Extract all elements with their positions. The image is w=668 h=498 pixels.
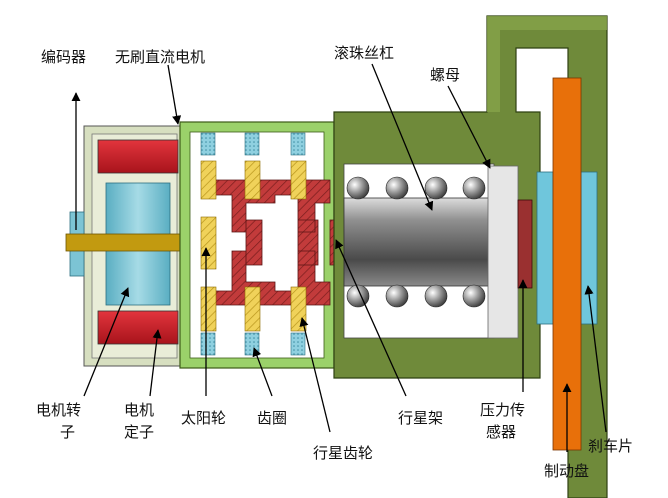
arrow-ring-gear xyxy=(252,347,273,397)
label-ring-gear: 齿圈 xyxy=(257,409,287,427)
planet-gear xyxy=(200,286,217,332)
arrow-planet-carrier xyxy=(335,239,407,397)
pressure-sensor xyxy=(517,199,533,289)
label-brake-disc: 制动盘 xyxy=(544,462,589,480)
label-ball-screw: 滚珠丝杠 xyxy=(334,44,394,62)
label-stator-line1: 电机 xyxy=(124,401,154,419)
brake-pad-right xyxy=(580,171,598,325)
planet-carrier xyxy=(213,179,353,306)
ball xyxy=(424,284,448,308)
caliper-housing-highlight xyxy=(487,16,607,112)
arrow-motor xyxy=(167,64,182,125)
brake-pad-left xyxy=(536,171,554,325)
label-nut: 螺母 xyxy=(430,66,460,84)
label-rotor-line1: 电机转 xyxy=(36,401,81,419)
label-brake-pad: 刹车片 xyxy=(588,437,633,455)
ball xyxy=(424,176,448,200)
arrow-nut xyxy=(447,85,491,169)
sun-gear xyxy=(200,216,217,270)
planet-gear xyxy=(244,160,261,200)
planet-gear xyxy=(244,286,261,332)
planet-gear xyxy=(290,160,307,200)
arrow-stator xyxy=(149,329,162,397)
bearing-block xyxy=(200,132,216,156)
label-sun-gear: 太阳轮 xyxy=(181,409,226,427)
label-bldc-motor: 无刷直流电机 xyxy=(115,48,205,66)
bldc-motor xyxy=(69,125,185,367)
label-pressure-sensor-line2: 感器 xyxy=(486,423,516,441)
arrow-ball-screw xyxy=(371,63,434,211)
leader-arrows xyxy=(71,63,607,452)
screw-shaft xyxy=(343,197,493,287)
ball xyxy=(462,284,486,308)
label-encoder: 编码器 xyxy=(41,48,86,66)
arrow-planet-gear xyxy=(299,317,331,433)
label-stator-line2: 定子 xyxy=(124,423,154,441)
stator-bottom xyxy=(97,310,179,345)
label-pressure-sensor-line1: 压力传 xyxy=(480,401,525,419)
label-planet-carrier: 行星架 xyxy=(398,409,443,427)
bearing-block xyxy=(244,132,260,156)
ball xyxy=(462,176,486,200)
nut xyxy=(487,165,519,339)
label-rotor-line2: 子 xyxy=(60,423,75,441)
ball xyxy=(385,284,409,308)
ball xyxy=(385,176,409,200)
label-planet-gear: 行星齿轮 xyxy=(313,444,373,462)
arrow-brake-pad xyxy=(584,285,607,433)
bearing-block xyxy=(290,332,306,356)
bearing-block xyxy=(290,132,306,156)
planet-gear xyxy=(200,160,217,200)
bearing-block xyxy=(200,332,216,356)
ball-screw xyxy=(343,163,495,339)
bearing-block xyxy=(244,332,260,356)
arrow-rotor xyxy=(83,287,130,397)
stator-top xyxy=(97,139,179,174)
ball xyxy=(346,176,370,200)
